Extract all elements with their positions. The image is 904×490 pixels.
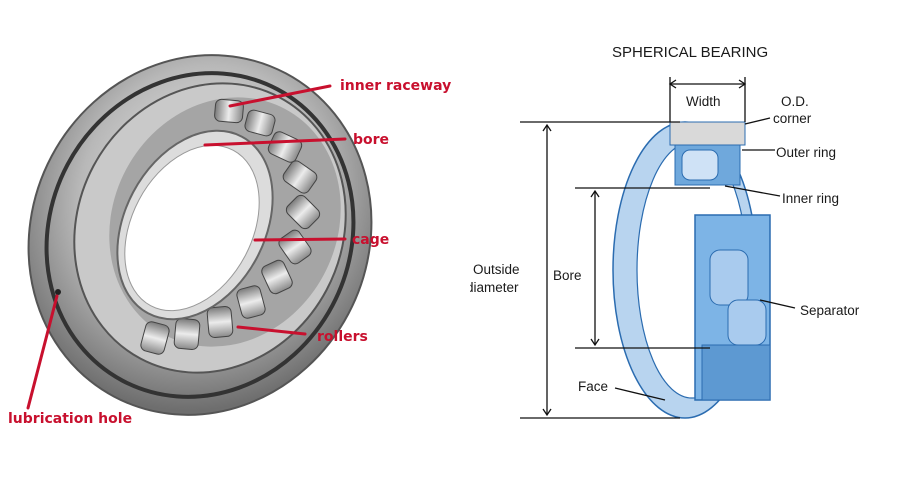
label-width: Width <box>686 94 721 109</box>
bearing-cutaway <box>612 121 771 419</box>
label-bore-diagram: Bore <box>553 268 582 283</box>
label-rollers: rollers <box>317 329 368 345</box>
bearing-photo-panel: inner raceway bore cage rollers lubricat… <box>8 54 451 427</box>
spherical-bearing-diagram: SPHERICAL BEARING <box>470 0 904 490</box>
label-inner-ring: Inner ring <box>782 191 839 206</box>
label-outer-ring: Outer ring <box>776 145 836 160</box>
diagram-svg: SPHERICAL BEARING <box>470 44 860 419</box>
label-face: Face <box>578 379 608 394</box>
label-bore: bore <box>353 132 389 148</box>
label-lubrication-hole: lubrication hole <box>8 411 132 427</box>
label-separator: Separator <box>800 303 860 318</box>
bearing-photo: inner raceway bore cage rollers lubricat… <box>8 54 451 427</box>
label-outside-1: Outside <box>473 262 520 277</box>
label-inner-raceway: inner raceway <box>340 78 451 94</box>
label-cage: cage <box>352 232 389 248</box>
label-od-corner-2: corner <box>773 111 812 126</box>
label-outside-2: diameter <box>470 280 519 295</box>
label-od-corner-1: O.D. <box>781 94 809 109</box>
lubrication-hole-dot <box>55 289 61 295</box>
diagram-title: SPHERICAL BEARING <box>612 44 768 61</box>
